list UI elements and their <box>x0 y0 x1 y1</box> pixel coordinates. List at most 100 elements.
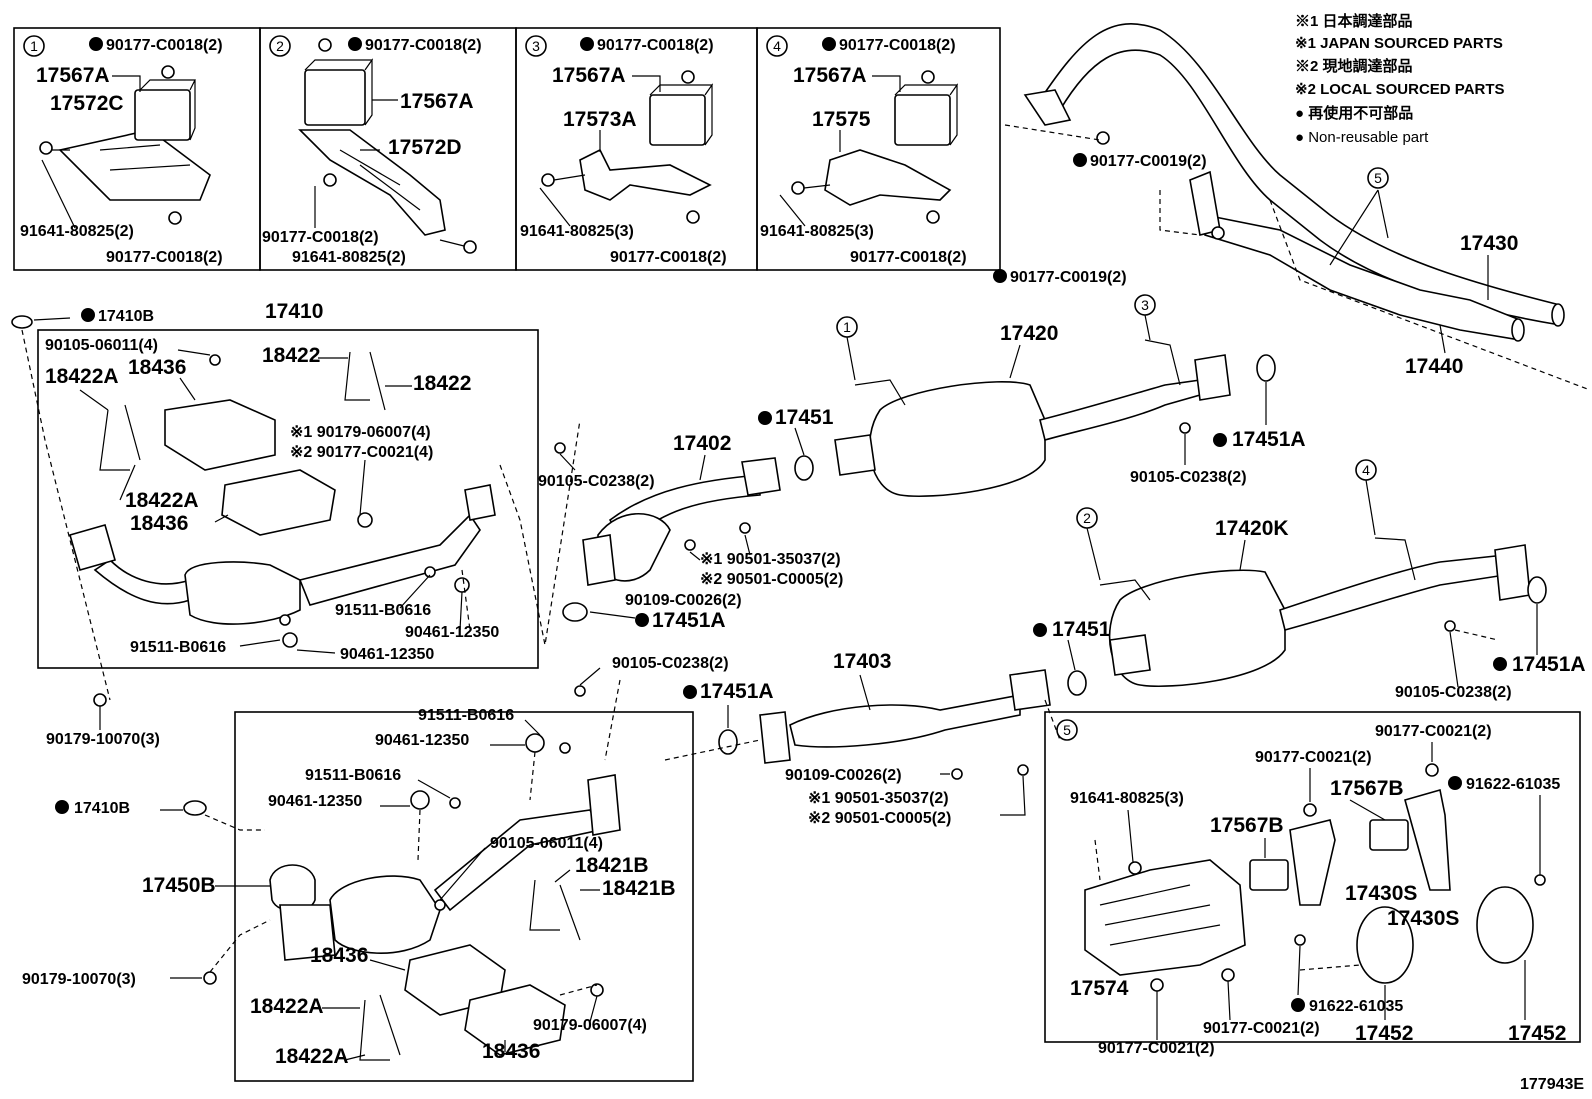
box3-parts <box>541 70 714 224</box>
pipe-17403-text: 90105-C0238(2) 17403 17451A 90109-C0026(… <box>579 650 1061 827</box>
svg-text:91622-61035: 91622-61035 <box>1466 776 1560 793</box>
svg-text:17575: 17575 <box>812 108 871 131</box>
circle-number-1: 1 <box>23 35 45 57</box>
svg-text:※1 90501-35037(2): ※1 90501-35037(2) <box>808 790 949 807</box>
box2-parts <box>298 38 477 254</box>
svg-text:90177-C0018(2): 90177-C0018(2) <box>106 249 223 266</box>
svg-text:17452: 17452 <box>1508 1022 1566 1045</box>
circle-number-3: 3 <box>525 35 547 57</box>
svg-text:※2 90501-C0005(2): ※2 90501-C0005(2) <box>808 810 951 827</box>
tailpipe-17430-17440 <box>1023 23 1565 342</box>
svg-text:90177-C0018(2): 90177-C0018(2) <box>839 37 956 54</box>
svg-text:2: 2 <box>276 38 284 54</box>
svg-text:90177-C0019(2): 90177-C0019(2) <box>1090 153 1207 170</box>
svg-text:90177-C0018(2): 90177-C0018(2) <box>610 249 727 266</box>
svg-text:17410B: 17410B <box>98 308 154 325</box>
muffler-17420-text: 17420 17451A 90105-C0238(2) <box>846 314 1306 486</box>
svg-text:90105-C0238(2): 90105-C0238(2) <box>1395 684 1512 701</box>
figure-code: 177943E <box>1520 1076 1584 1093</box>
svg-text:90177-C0018(2): 90177-C0018(2) <box>597 37 714 54</box>
circle-number-4: 4 <box>766 35 788 57</box>
box-17450B-text: 91511-B0616 90461-12350 91511-B0616 9046… <box>22 707 676 1068</box>
svg-text:17403: 17403 <box>833 650 891 673</box>
svg-text:90105-C0238(2): 90105-C0238(2) <box>1130 469 1247 486</box>
circle-number-5: 5 <box>1367 167 1389 189</box>
svg-text:90177-C0021(2): 90177-C0021(2) <box>1203 1020 1320 1037</box>
svg-text:18422A: 18422A <box>125 489 199 512</box>
svg-text:91622-61035: 91622-61035 <box>1309 998 1403 1015</box>
svg-text:90177-C0018(2): 90177-C0018(2) <box>262 229 379 246</box>
svg-text:91641-80825(3): 91641-80825(3) <box>760 223 874 240</box>
svg-text:18421B: 18421B <box>602 877 676 900</box>
svg-text:90105-C0238(2): 90105-C0238(2) <box>612 655 729 672</box>
svg-text:90179-06007(4): 90179-06007(4) <box>533 1017 647 1034</box>
svg-text:90105-C0238(2): 90105-C0238(2) <box>538 473 655 490</box>
label-17410: 17410 <box>265 300 323 323</box>
tailpipe-text: 90177-C0019(2) 90177-C0019(2) 5 17430 17… <box>993 124 1591 391</box>
svg-text:18422: 18422 <box>262 344 320 367</box>
svg-text:17451A: 17451A <box>652 609 726 632</box>
legend: ※1 日本調達部品 ※1 JAPAN SOURCED PARTS ※2 現地調達… <box>1295 12 1505 146</box>
svg-text:91641-80825(3): 91641-80825(3) <box>1070 790 1184 807</box>
svg-text:90179-10070(3): 90179-10070(3) <box>22 971 136 988</box>
svg-text:90177-C0021(2): 90177-C0021(2) <box>1255 749 1372 766</box>
svg-text:4: 4 <box>1362 462 1370 478</box>
svg-text:90177-C0018(2): 90177-C0018(2) <box>106 37 223 54</box>
box-5-parts: 5 <box>1056 719 1546 992</box>
box2-text: 90177-C0018(2) 17567A 17572D 90177-C0018… <box>262 37 482 266</box>
bolt-90179-10070: 90179-10070(3) <box>46 693 160 748</box>
svg-text:5: 5 <box>1063 722 1071 738</box>
part-17410B-gasket: 17410B <box>11 308 154 701</box>
svg-text:91641-80825(2): 91641-80825(2) <box>20 223 134 240</box>
svg-text:17572D: 17572D <box>388 136 462 159</box>
svg-text:17430: 17430 <box>1460 232 1518 255</box>
svg-text:1: 1 <box>30 38 38 54</box>
svg-text:※1 90179-06007(4): ※1 90179-06007(4) <box>290 424 431 441</box>
svg-text:17420: 17420 <box>1000 322 1058 345</box>
pipe-17402-text: 90105-C0238(2) 17402 17451 ※1 90501-3503… <box>538 406 843 632</box>
svg-text:17451A: 17451A <box>1512 653 1586 676</box>
svg-text:※2 現地調達部品: ※2 現地調達部品 <box>1295 57 1413 75</box>
svg-text:18422A: 18422A <box>275 1045 349 1068</box>
svg-text:17567B: 17567B <box>1210 814 1284 837</box>
svg-text:90109-C0026(2): 90109-C0026(2) <box>785 767 902 784</box>
svg-text:90177-C0018(2): 90177-C0018(2) <box>850 249 967 266</box>
muffler-17420: 1 3 <box>834 294 1276 498</box>
svg-text:※2 90177-C0021(4): ※2 90177-C0021(4) <box>290 444 433 461</box>
svg-text:17430S: 17430S <box>1345 882 1417 905</box>
box4-text: 90177-C0018(2) 17567A 17575 91641-80825(… <box>760 37 967 266</box>
svg-text:90461-12350: 90461-12350 <box>340 646 434 663</box>
svg-text:17574: 17574 <box>1070 977 1129 1000</box>
svg-text:5: 5 <box>1374 170 1382 186</box>
svg-text:91511-B0616: 91511-B0616 <box>305 767 401 784</box>
assembly-17450B <box>203 733 621 1061</box>
pipe-17402 <box>554 442 814 622</box>
svg-text:※1 90501-35037(2): ※1 90501-35037(2) <box>700 551 841 568</box>
svg-text:91641-80825(2): 91641-80825(2) <box>292 249 406 266</box>
svg-text:18436: 18436 <box>130 512 188 535</box>
svg-text:17567A: 17567A <box>793 64 867 87</box>
muffler-17420K-text: 17420K 17451 17451A 90105-C0238(2) <box>1033 479 1586 701</box>
svg-text:● Non-reusable part: ● Non-reusable part <box>1295 129 1429 146</box>
box1-text: 90177-C0018(2) 17567A 17572C 91641-80825… <box>20 37 223 266</box>
box1-parts <box>39 65 211 225</box>
svg-text:90179-10070(3): 90179-10070(3) <box>46 731 160 748</box>
box-5-text: 90177-C0021(2) 90177-C0021(2) 91622-6103… <box>1070 723 1566 1057</box>
svg-text:3: 3 <box>1141 297 1149 313</box>
svg-text:※2 90501-C0005(2): ※2 90501-C0005(2) <box>700 571 843 588</box>
svg-text:18422A: 18422A <box>45 365 119 388</box>
box-5 <box>1044 711 1581 1043</box>
circle-number-2: 2 <box>269 35 291 57</box>
svg-text:90177-C0018(2): 90177-C0018(2) <box>365 37 482 54</box>
svg-text:17410B: 17410B <box>74 800 130 817</box>
svg-text:91511-B0616: 91511-B0616 <box>418 707 514 724</box>
svg-text:※2 LOCAL SOURCED PARTS: ※2 LOCAL SOURCED PARTS <box>1295 81 1505 98</box>
svg-text:17567B: 17567B <box>1330 777 1404 800</box>
box-4 <box>756 27 1001 271</box>
svg-text:1: 1 <box>843 319 851 335</box>
svg-text:91511-B0616: 91511-B0616 <box>335 602 431 619</box>
muffler-17420K: 2 4 <box>1076 459 1547 688</box>
svg-text:2: 2 <box>1083 510 1091 526</box>
svg-text:90105-06011(4): 90105-06011(4) <box>45 337 158 354</box>
